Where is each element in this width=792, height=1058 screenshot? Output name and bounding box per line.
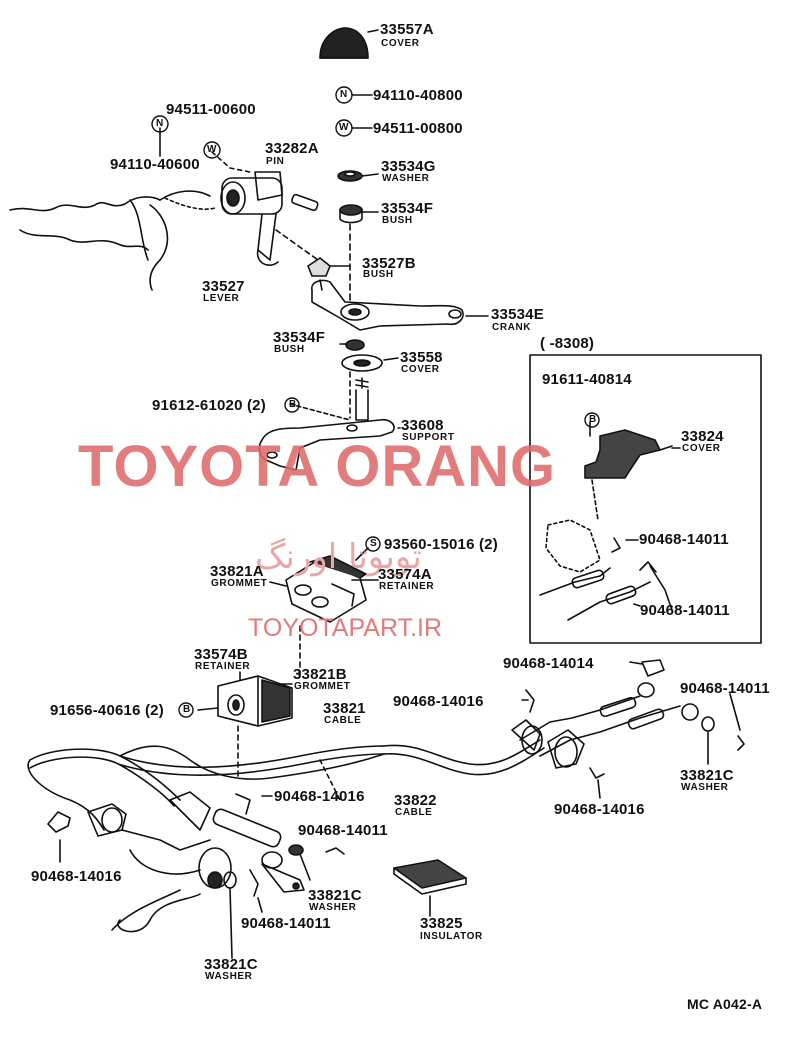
part-90468-14016-left-number: 90468-14016 xyxy=(31,868,122,885)
part-33557a-number: 33557A xyxy=(380,21,434,38)
part-33608-number: 33608 xyxy=(401,417,444,434)
part-94110-40600-number: 94110-40600 xyxy=(110,156,200,173)
part-33821b-desc: GROMMET xyxy=(294,681,351,692)
part-33534e-number: 33534E xyxy=(491,306,544,323)
part-91656-number: 91656-40616 (2) xyxy=(50,702,164,719)
part-33527-number: 33527 xyxy=(202,278,245,295)
figure-code: MC A042-A xyxy=(687,996,763,1012)
part-33822-desc: CABLE xyxy=(395,807,433,818)
part-90468-14011-mid-number: 90468-14011 xyxy=(298,822,388,839)
part-33824-number: 33824 xyxy=(681,428,724,445)
part-33608-desc: SUPPORT xyxy=(402,432,455,443)
cable-33821-drawing xyxy=(27,745,385,831)
part-33824-desc: COVER xyxy=(682,443,721,454)
bolt-symbol-lower: B xyxy=(183,704,191,715)
part-33821-number: 33821 xyxy=(323,700,366,717)
cover-33557a-drawing xyxy=(319,27,369,59)
watermark-persian: تویوتا اورنگ xyxy=(255,537,422,577)
part-33534f-top-desc: BUSH xyxy=(382,215,413,226)
inset-frame xyxy=(529,354,762,644)
part-33534f-top-number: 33534F xyxy=(381,200,434,217)
inset-clip-a-number: 90468-14011 xyxy=(639,531,729,548)
retainer-grommet-33574b xyxy=(217,675,293,727)
bolt-symbol-inset: B xyxy=(589,414,597,425)
part-94110-40800-number: 94110-40800 xyxy=(373,87,463,104)
part-33282a-number: 33282A xyxy=(265,140,319,157)
cable-33822-drawing xyxy=(119,739,545,780)
part-93560-number: 93560-15016 (2) xyxy=(384,536,498,553)
part-33825-desc: INSULATOR xyxy=(420,931,483,942)
bolt-symbol: B xyxy=(289,399,297,410)
part-33821c-mid-number: 33821C xyxy=(308,887,362,904)
part-33821c-bottom-desc: WASHER xyxy=(205,971,253,982)
inset-cable-ends xyxy=(539,519,673,621)
part-91612-number: 91612-61020 (2) xyxy=(152,397,266,414)
part-33574b-desc: RETAINER xyxy=(195,661,251,672)
part-33821b-number: 33821B xyxy=(293,666,347,683)
part-33821-desc: CABLE xyxy=(324,715,362,726)
part-33534f-mid-number: 33534F xyxy=(273,329,326,346)
shift-linkage-lower xyxy=(87,791,305,933)
part-33282a-desc: PIN xyxy=(266,156,285,167)
nut-symbol-left: N xyxy=(156,118,164,129)
part-33825-number: 33825 xyxy=(420,915,463,932)
washer-symbol: W xyxy=(339,122,350,133)
part-90468-14014-number: 90468-14014 xyxy=(503,655,594,672)
part-33821c-right-number: 33821C xyxy=(680,767,734,784)
transmission-outline xyxy=(9,190,216,291)
part-33821c-mid-desc: WASHER xyxy=(309,902,357,913)
part-90468-14016-bottom-right-number: 90468-14016 xyxy=(554,801,645,818)
crank-33534e-drawing xyxy=(311,279,464,331)
shift-lever-housing xyxy=(220,171,319,266)
part-33821c-bottom-number: 33821C xyxy=(204,956,258,973)
inset-clip-b-number: 90468-14011 xyxy=(640,602,730,619)
part-33574a-desc: RETAINER xyxy=(379,581,435,592)
part-33821a-number: 33821A xyxy=(210,563,264,580)
part-33527b-number: 33527B xyxy=(362,255,416,272)
part-90468-14011-right-number: 90468-14011 xyxy=(680,680,770,697)
part-33558-number: 33558 xyxy=(400,349,443,366)
part-33574a-number: 33574A xyxy=(378,566,432,583)
part-33527b-desc: BUSH xyxy=(363,269,394,280)
part-90468-14016-right-number: 90468-14016 xyxy=(393,693,484,710)
part-33534g-desc: WASHER xyxy=(382,173,430,184)
watermark-url: TOYOTAPART.IR xyxy=(248,614,443,642)
part-94511-00800-number: 94511-00800 xyxy=(373,120,463,137)
part-33574b-number: 33574B xyxy=(194,646,248,663)
part-33534g-number: 33534G xyxy=(381,158,436,175)
support-33608-drawing xyxy=(258,418,395,471)
nut-symbol: N xyxy=(340,89,348,100)
part-90468-14016-mid-number: 90468-14016 xyxy=(274,788,365,805)
part-33534f-mid-desc: BUSH xyxy=(274,344,305,355)
inset-date-range: ( -8308) xyxy=(540,335,595,352)
part-33557a-desc: COVER xyxy=(381,38,420,49)
part-33821c-right-desc: WASHER xyxy=(681,782,729,793)
part-33558-desc: COVER xyxy=(401,364,440,375)
screw-symbol: S xyxy=(370,538,378,549)
insulator-33825-drawing xyxy=(393,859,467,895)
part-94511-00600-number: 94511-00600 xyxy=(166,101,256,118)
part-33822-number: 33822 xyxy=(394,792,437,809)
part-33527-desc: LEVER xyxy=(203,293,240,304)
cable-ends-right xyxy=(511,682,699,769)
part-33821a-desc: GROMMET xyxy=(211,578,268,589)
part-91611-number: 91611-40814 xyxy=(542,371,632,388)
part-33534e-desc: CRANK xyxy=(492,322,532,333)
watermark-brand: TOYOTA ORANG xyxy=(78,434,557,499)
grommet-retainer-33821a xyxy=(285,555,367,623)
washer-symbol-left: W xyxy=(207,144,218,155)
part-90468-14011-low-number: 90468-14011 xyxy=(241,915,331,932)
inset-cover-33824 xyxy=(584,429,681,479)
